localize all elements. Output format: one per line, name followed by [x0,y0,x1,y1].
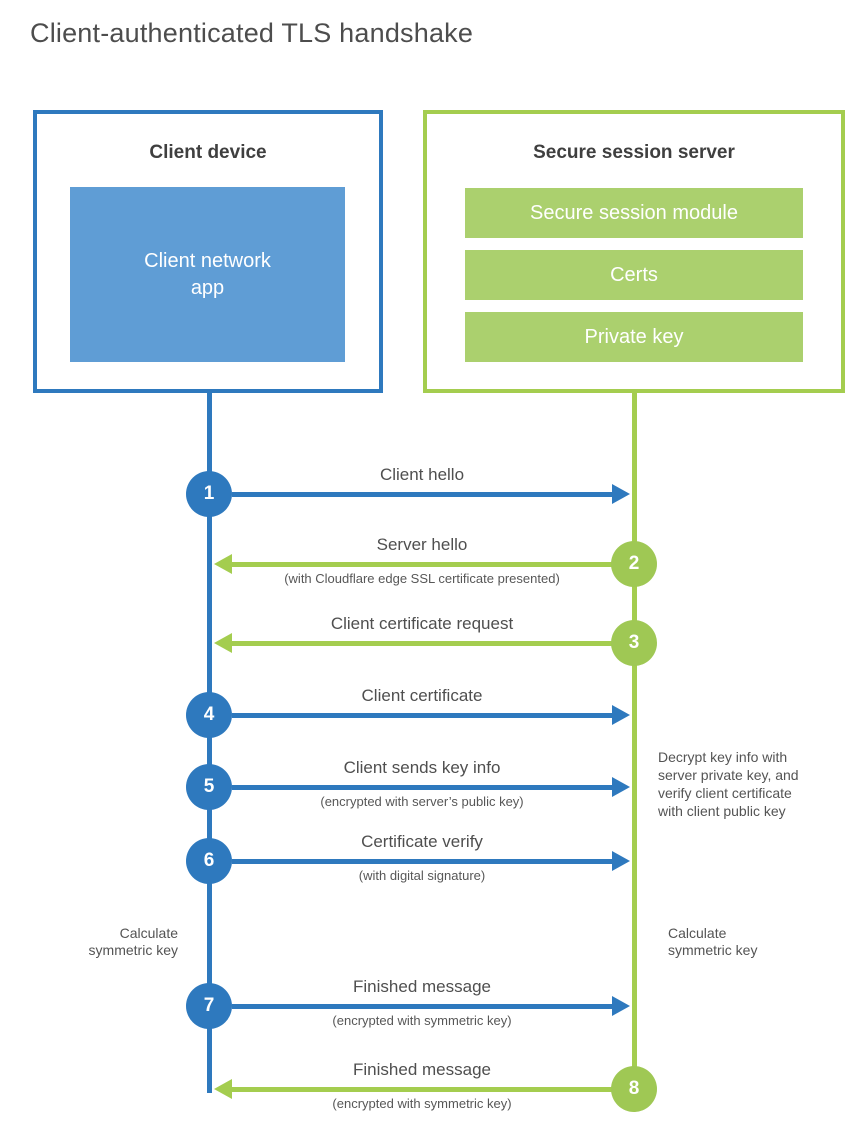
step-number-badge: 7 [186,983,232,1029]
message-label: Client hello [379,465,465,484]
arrow-right-icon [612,705,630,725]
page-title: Client-authenticated TLS handshake [30,18,474,48]
arrow-left-icon [214,554,232,574]
message-label: Finished message [353,1060,491,1079]
client-network-app-box: Client network app [70,187,345,362]
client-device-title: Client device [149,142,267,163]
step-number-badge: 5 [186,764,232,810]
arrow-line [232,1087,612,1092]
message-subtitle: (with digital signature) [358,868,486,883]
arrow-right-icon [612,851,630,871]
message-label: Client certificate [361,686,483,705]
arrow-line [232,713,612,718]
arrow-left-icon [214,633,232,653]
message-label: Client sends key info [343,758,501,777]
arrow-line [232,492,612,497]
arrow-right-icon [612,484,630,504]
message-label: Client certificate request [330,614,514,633]
step-number-badge: 8 [611,1066,657,1112]
message-label: Finished message [353,977,491,996]
calculate-symmetric-key-note-client: Calculate symmetric key [88,925,178,958]
arrow-line [232,562,612,567]
step-number-badge: 6 [186,838,232,884]
arrow-left-icon [214,1079,232,1099]
step-number-badge: 1 [186,471,232,517]
message-label: Server hello [376,535,468,554]
message-subtitle: (encrypted with server’s public key) [320,794,524,809]
message-subtitle: (encrypted with symmetric key) [332,1096,512,1111]
client-lifeline [207,393,212,1093]
arrow-line [232,1004,612,1009]
step-number-badge: 2 [611,541,657,587]
message-subtitle: (with Cloudflare edge SSL certificate pr… [284,571,560,586]
step-number-badge: 4 [186,692,232,738]
arrow-right-icon [612,777,630,797]
server-lifeline [632,393,637,1089]
arrow-right-icon [612,996,630,1016]
message-subtitle: (encrypted with symmetric key) [332,1013,512,1028]
step-number-badge: 3 [611,620,657,666]
secure-session-server-title: Secure session server [533,142,735,163]
calculate-symmetric-key-note-server: Calculate symmetric key [668,925,758,958]
message-label: Certificate verify [361,832,483,851]
private-key-bar: Private key [465,312,803,362]
decrypt-key-info-note: Decrypt key info with server private key… [658,749,799,819]
client-device-box: Client device Client network app [33,110,383,393]
secure-session-server-box: Secure session server Secure session mod… [423,110,845,393]
arrow-line [232,641,612,646]
secure-session-module-bar: Secure session module [465,188,803,238]
arrow-line [232,859,612,864]
certs-bar: Certs [465,250,803,300]
arrow-line [232,785,612,790]
